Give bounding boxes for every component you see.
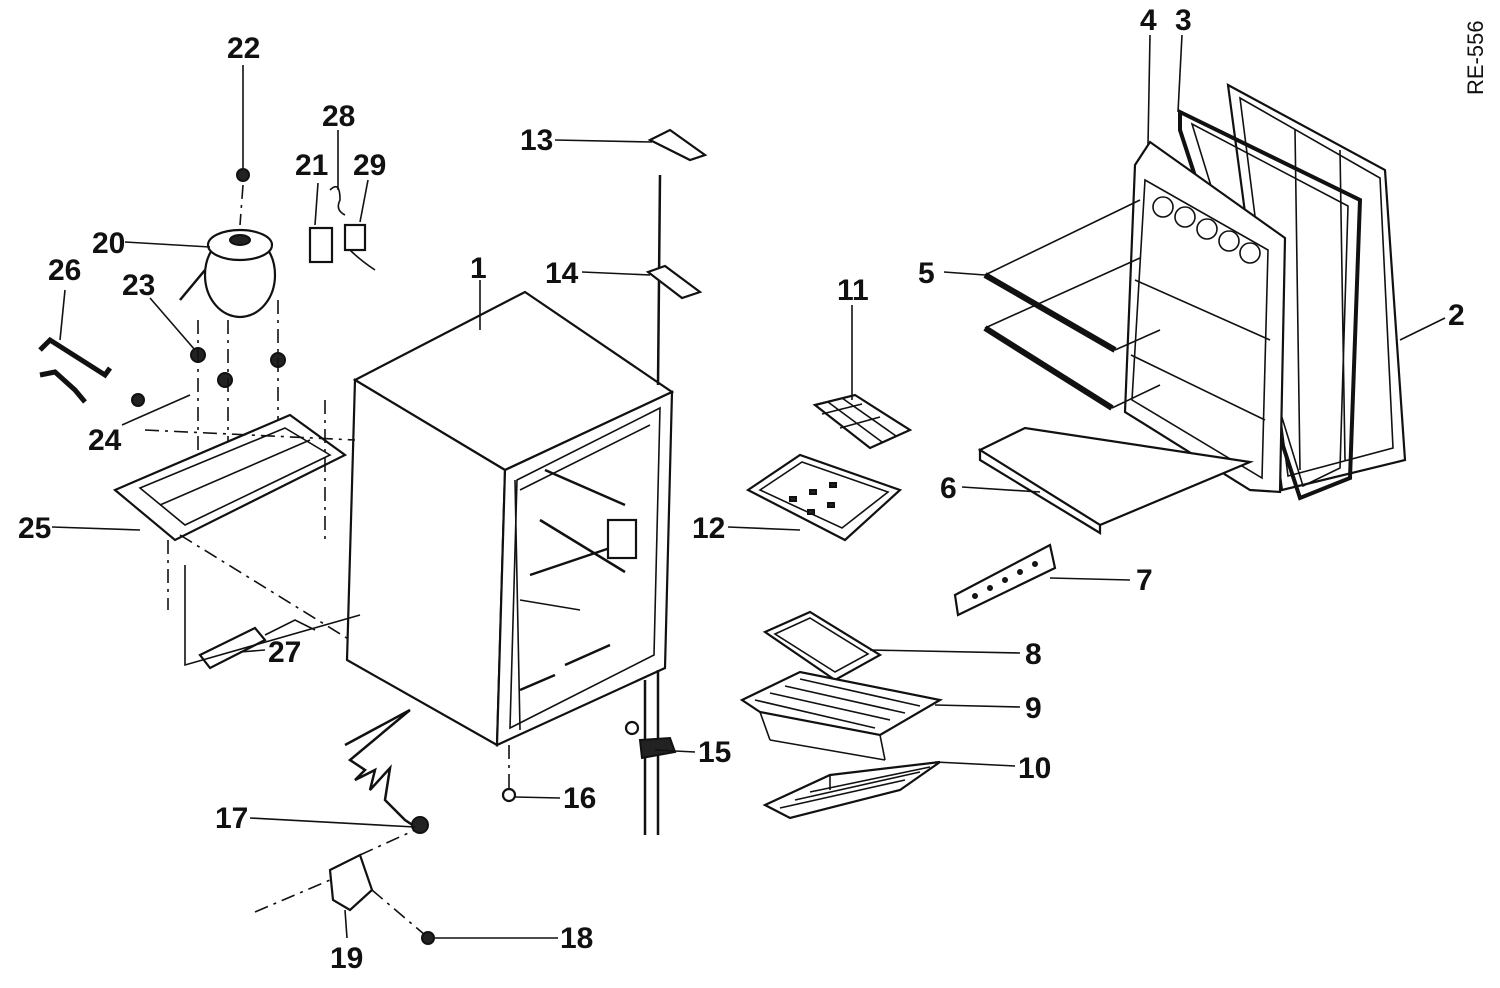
leveling-foot bbox=[501, 745, 517, 803]
callout-5: 5 bbox=[918, 257, 935, 290]
drain-screw bbox=[421, 931, 435, 945]
callout-29: 29 bbox=[353, 149, 386, 182]
drier bbox=[184, 565, 361, 670]
wire-shelf-lower bbox=[762, 760, 941, 820]
base-pan bbox=[112, 400, 356, 641]
hinge-pin-rod bbox=[645, 174, 703, 386]
callout-21: 21 bbox=[295, 149, 328, 182]
bottom-hinge bbox=[624, 670, 677, 835]
callout-20: 20 bbox=[92, 227, 125, 260]
compressor bbox=[179, 228, 277, 319]
callout-27: 27 bbox=[268, 636, 301, 669]
callout-24: 24 bbox=[88, 424, 122, 457]
callout-2: 2 bbox=[1448, 299, 1465, 332]
door-shelf-bars bbox=[983, 199, 1161, 411]
callout-1: 1 bbox=[470, 252, 487, 285]
terminal-box bbox=[254, 829, 426, 936]
meat-tray bbox=[762, 610, 883, 682]
callout-14: 14 bbox=[545, 257, 579, 290]
callout-23: 23 bbox=[122, 269, 155, 302]
callout-13: 13 bbox=[520, 124, 553, 157]
callout-7: 7 bbox=[1136, 564, 1153, 597]
callout-12: 12 bbox=[692, 512, 725, 545]
leader-lines bbox=[51, 34, 1446, 939]
callout-10: 10 bbox=[1018, 752, 1051, 785]
callout-8: 8 bbox=[1025, 638, 1042, 671]
defrost-drain-heater bbox=[344, 708, 429, 834]
callout-labels: 1 2 3 4 5 6 7 8 9 10 11 12 13 14 15 16 1… bbox=[18, 4, 1465, 975]
callout-6: 6 bbox=[940, 472, 957, 505]
drawing-code: RE-556 bbox=[1463, 20, 1488, 95]
wire-shelf-upper bbox=[739, 670, 944, 761]
crisper-front-rail bbox=[953, 543, 1057, 617]
callout-4: 4 bbox=[1140, 4, 1157, 37]
ice-cube-tray bbox=[812, 393, 913, 450]
callout-25: 25 bbox=[18, 512, 51, 545]
callout-16: 16 bbox=[563, 782, 596, 815]
freezer-drawer bbox=[745, 453, 903, 542]
relay-overload bbox=[308, 185, 376, 271]
callout-26: 26 bbox=[48, 254, 81, 287]
door-liner bbox=[1123, 140, 1287, 494]
callout-15: 15 bbox=[698, 736, 731, 769]
callout-18: 18 bbox=[560, 922, 593, 955]
callout-28: 28 bbox=[322, 100, 355, 133]
power-cord bbox=[38, 336, 145, 407]
callout-3: 3 bbox=[1175, 4, 1192, 37]
callout-11: 11 bbox=[837, 274, 869, 307]
top-hinge bbox=[647, 128, 708, 162]
callout-22: 22 bbox=[227, 32, 260, 65]
callout-17: 17 bbox=[215, 802, 248, 835]
callout-19: 19 bbox=[330, 942, 363, 975]
callout-9: 9 bbox=[1025, 692, 1042, 725]
cabinet-part bbox=[345, 290, 675, 747]
